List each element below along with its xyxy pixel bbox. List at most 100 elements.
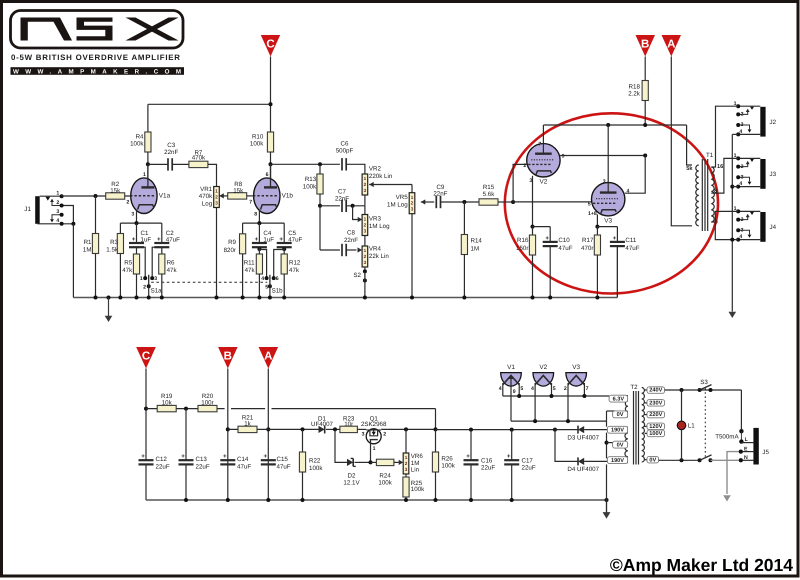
svg-text:9: 9 (562, 153, 565, 159)
svg-text:22nF: 22nF (433, 191, 447, 198)
svg-text:3: 3 (741, 174, 744, 180)
svg-text:2: 2 (741, 217, 744, 223)
svg-text:4: 4 (739, 181, 742, 187)
svg-text:22uF: 22uF (196, 464, 210, 471)
svg-text:8: 8 (254, 211, 257, 217)
svg-text:V1b: V1b (282, 192, 294, 199)
svg-text:+: + (507, 453, 511, 460)
svg-text:22uF: 22uF (522, 464, 536, 471)
svg-text:3: 3 (154, 276, 157, 282)
svg-text:3: 3 (529, 178, 532, 184)
svg-text:47uF: 47uF (166, 237, 180, 244)
svg-text:5.6k: 5.6k (483, 191, 496, 198)
svg-text:R20: R20 (202, 393, 214, 400)
svg-text:12.1V: 12.1V (343, 479, 360, 486)
svg-text:+: + (263, 453, 267, 460)
svg-text:4: 4 (739, 234, 742, 240)
svg-text:D4 UF4007: D4 UF4007 (567, 466, 599, 473)
svg-text:+: + (255, 236, 259, 243)
svg-text:47uF: 47uF (288, 237, 302, 244)
svg-text:100k: 100k (378, 480, 392, 487)
svg-text:1: 1 (411, 195, 414, 200)
svg-text:100k: 100k (441, 462, 455, 469)
svg-text:1M: 1M (471, 245, 480, 252)
svg-text:L1: L1 (688, 423, 695, 430)
svg-text:J5: J5 (762, 449, 769, 456)
svg-text:V2: V2 (539, 364, 547, 371)
svg-text:V3: V3 (572, 364, 580, 371)
svg-text:230V: 230V (649, 401, 662, 407)
svg-text:E: E (744, 446, 748, 452)
svg-text:+: + (132, 236, 136, 243)
svg-text:R10: R10 (252, 133, 264, 140)
svg-text:3: 3 (364, 260, 367, 265)
svg-text:+: + (279, 236, 283, 243)
svg-text:15k: 15k (233, 187, 244, 194)
svg-text:R5: R5 (124, 260, 132, 267)
svg-text:470k: 470k (199, 193, 213, 200)
svg-text:1: 1 (215, 189, 218, 194)
svg-text:Q1: Q1 (370, 415, 379, 422)
svg-text:1M: 1M (83, 247, 92, 254)
svg-text:D3 UF4007: D3 UF4007 (567, 435, 599, 442)
svg-text:1k: 1k (244, 421, 251, 428)
svg-text:S2: S2 (353, 272, 361, 279)
svg-text:5: 5 (553, 386, 556, 392)
svg-text:3: 3 (215, 200, 218, 205)
svg-text:1: 1 (405, 455, 408, 460)
svg-text:100k: 100k (309, 465, 323, 472)
svg-text:R9: R9 (228, 239, 236, 246)
svg-text:1: 1 (56, 191, 59, 197)
svg-text:C1: C1 (141, 230, 149, 237)
svg-text:C13: C13 (196, 456, 208, 463)
svg-text:S1a: S1a (151, 288, 163, 295)
svg-text:T2: T2 (630, 384, 638, 391)
svg-text:22nF: 22nF (164, 149, 178, 156)
svg-text:C8: C8 (347, 230, 355, 237)
svg-text:2: 2 (523, 163, 526, 169)
svg-text:1: 1 (140, 276, 143, 282)
svg-text:2.2k: 2.2k (628, 91, 641, 98)
svg-text:C16: C16 (481, 457, 493, 464)
svg-text:1: 1 (734, 206, 737, 212)
svg-text:2: 2 (741, 112, 744, 118)
svg-text:+: + (141, 453, 145, 460)
svg-text:C6: C6 (341, 141, 349, 148)
svg-text:16: 16 (717, 164, 723, 170)
svg-text:R21: R21 (242, 414, 254, 421)
svg-text:A: A (667, 39, 675, 51)
svg-text:S1b: S1b (272, 288, 284, 295)
svg-text:1uF: 1uF (141, 237, 152, 244)
svg-text:0V: 0V (617, 412, 624, 418)
svg-text:190V: 190V (611, 458, 624, 464)
svg-text:R26: R26 (441, 455, 453, 462)
svg-text:22uF: 22uF (156, 464, 170, 471)
svg-text:1uF: 1uF (263, 237, 274, 244)
svg-text:C5: C5 (288, 230, 296, 237)
svg-text:240V: 240V (649, 388, 662, 394)
svg-text:2: 2 (126, 199, 129, 205)
svg-text:10k: 10k (162, 399, 173, 406)
svg-text:C2: C2 (166, 230, 174, 237)
svg-text:R4: R4 (136, 133, 144, 140)
svg-text:2: 2 (364, 182, 367, 187)
svg-text:2: 2 (364, 223, 367, 228)
svg-text:100r: 100r (201, 399, 213, 406)
svg-text:220V: 220V (649, 412, 662, 418)
svg-text:4: 4 (739, 129, 742, 135)
svg-text:C10: C10 (558, 237, 570, 244)
svg-text:1: 1 (364, 176, 367, 181)
svg-text:V2: V2 (539, 179, 547, 186)
svg-text:Lin: Lin (411, 466, 420, 473)
svg-text:1M Log: 1M Log (369, 223, 390, 230)
svg-text:120V: 120V (649, 424, 662, 430)
svg-text:150r: 150r (516, 245, 528, 252)
svg-text:N: N (744, 455, 748, 461)
svg-text:J2: J2 (770, 119, 777, 126)
svg-text:47uF: 47uF (625, 245, 639, 252)
svg-text:+: + (545, 235, 549, 242)
svg-text:+: + (181, 453, 185, 460)
svg-text:100k: 100k (130, 140, 144, 147)
svg-text:3: 3 (364, 188, 367, 193)
svg-text:820r: 820r (224, 247, 236, 254)
